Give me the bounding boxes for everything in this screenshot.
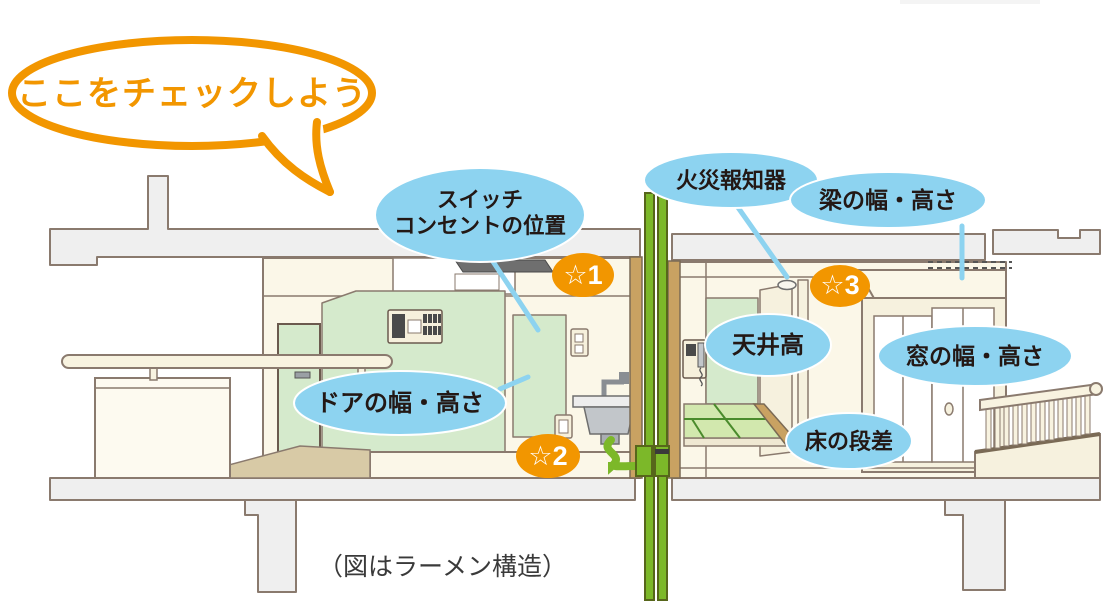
pipe-joint [635, 445, 653, 477]
balcony-railing [979, 382, 1103, 450]
svg-text:床の段差: 床の段差 [805, 429, 893, 454]
label-ceiling-height: 天井高 [704, 313, 832, 377]
label-door-width-height: ドアの幅・高さ [293, 370, 507, 436]
checkpoint-labels: スイッチ コンセントの位置 火災報知器 梁の幅・高さ 天井高 窓の幅・高さ ドア… [293, 151, 1073, 470]
outlet-icon [554, 414, 573, 439]
label-window-width-height: 窓の幅・高さ [877, 325, 1073, 387]
lower-left-column [244, 499, 297, 593]
structure-caption: （図はラーメン構造） [318, 553, 567, 581]
ceiling-box [454, 273, 500, 291]
leader-door [497, 374, 531, 392]
right-balcony [974, 382, 1103, 479]
speech-bubble: ここをチェックしよう [8, 36, 376, 196]
balcony-edge [974, 432, 1101, 454]
label-fire-alarm: 火災報知器 [643, 151, 819, 209]
riser-pipe [644, 192, 655, 601]
star-badges: ☆1 ☆2 ☆3 [516, 253, 870, 478]
label-switch-line1: スイッチ [437, 188, 523, 212]
door-handle-icon [294, 371, 311, 379]
svg-text:ドアの幅・高さ: ドアの幅・高さ [316, 389, 484, 417]
label-switch-outlet-position: スイッチ コンセントの位置 [374, 167, 586, 263]
rail-end-knob [1089, 382, 1103, 396]
badge-star-1: ☆1 [552, 253, 614, 297]
top-edge-strip [900, 0, 1040, 4]
drain-pipe-icon [603, 436, 641, 475]
lower-right-column [944, 499, 1006, 591]
corridor-parapet [94, 377, 231, 479]
pipe-band [655, 449, 669, 454]
left-corridor [61, 354, 393, 479]
svg-text:☆2: ☆2 [528, 441, 567, 471]
light-switch-icon [570, 328, 589, 357]
far-right-parapet [992, 229, 1101, 255]
label-beam-width-height: 梁の幅・高さ [789, 171, 987, 229]
svg-text:火災報知器: 火災報知器 [676, 168, 787, 193]
intercom-icon [682, 339, 707, 387]
breaker-panel-icon [387, 309, 443, 344]
bubble-tail-right [312, 118, 334, 196]
svg-text:天井高: 天井高 [732, 331, 804, 359]
shaft-post [629, 256, 643, 479]
leader-lines [489, 203, 965, 392]
label-floor-step: 床の段差 [785, 412, 913, 470]
svg-text:☆3: ☆3 [820, 270, 859, 300]
svg-text:☆1: ☆1 [563, 260, 602, 290]
upper-right-beam [671, 233, 986, 261]
bubble-text: ここをチェックしよう [17, 75, 367, 113]
bubble-tail-left [258, 132, 334, 196]
svg-text:梁の幅・高さ: 梁の幅・高さ [818, 187, 957, 213]
fire-alarm-icon [777, 279, 797, 291]
badge-star-2: ☆2 [516, 434, 580, 478]
lower-right-slab [671, 477, 1101, 501]
leader-switch [489, 257, 541, 333]
window-lock-icon [944, 402, 954, 416]
label-switch-line2: コンセントの位置 [394, 213, 566, 238]
handrail [61, 354, 393, 369]
svg-text:窓の幅・高さ: 窓の幅・高さ [906, 343, 1044, 369]
leader-fire-alarm [734, 203, 790, 280]
riser-pipe [657, 192, 668, 601]
badge-star-3: ☆3 [810, 265, 870, 307]
hallway-floor [369, 451, 641, 479]
lower-left-slab [49, 477, 636, 501]
